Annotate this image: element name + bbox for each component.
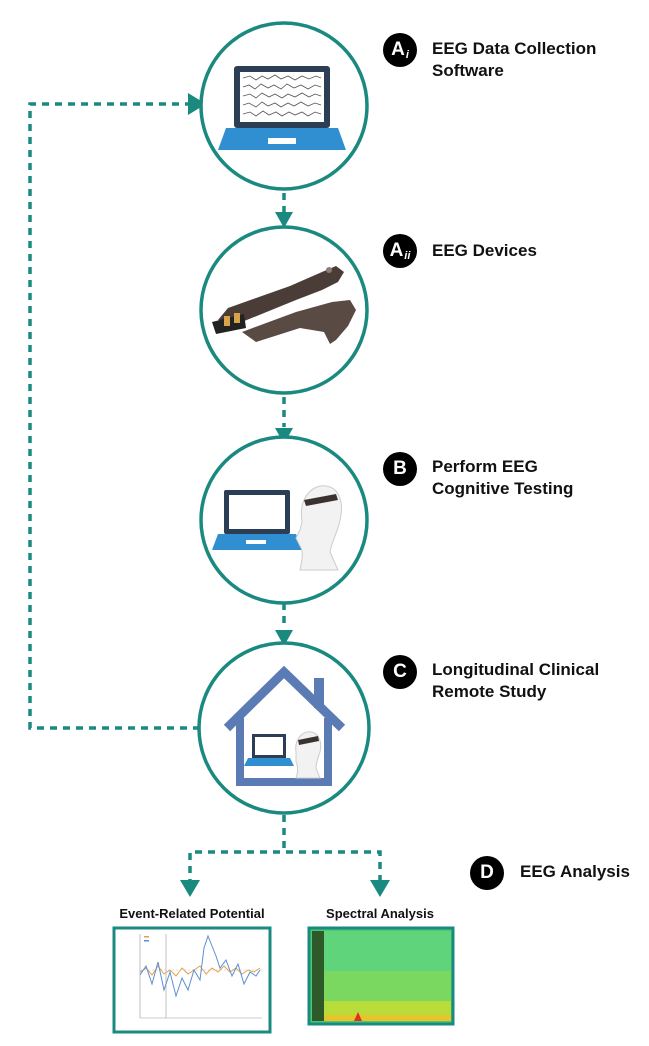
step-label-remote-study-line1: Longitudinal Clinical: [432, 660, 600, 679]
step-badge-d-letter: D: [480, 862, 494, 883]
step-label-testing-line2: Cognitive Testing: [432, 479, 574, 498]
step-label-testing: Perform EEG Cognitive Testing: [432, 456, 573, 500]
eeg-headband-icon: [212, 266, 356, 344]
laptop-with-head-icon: [212, 485, 342, 571]
step-label-software: EEG Data Collection Software: [432, 38, 596, 82]
step-label-remote-study: Longitudinal Clinical Remote Study: [432, 659, 599, 703]
step-label-software-line2: Software: [432, 61, 504, 80]
erp-panel-title: Event-Related Potential: [119, 906, 265, 921]
step-badge-aii-letter: A: [389, 240, 404, 261]
house-icon: [223, 665, 346, 786]
step-label-remote-study-line2: Remote Study: [432, 682, 547, 701]
feedback-loop-arrowhead: [188, 93, 206, 115]
step-circle-devices: [199, 225, 369, 395]
step-badge-b-letter: B: [393, 458, 407, 479]
step-badge-ai-sub: i: [405, 49, 409, 61]
step-badge-c-letter: C: [393, 661, 407, 682]
step-label-software-line1: EEG Data Collection: [432, 39, 597, 58]
step-badge-d: D: [470, 856, 504, 890]
laptop-eeg-icon: [218, 66, 346, 150]
step-badge-c: C: [383, 655, 417, 689]
step-badge-ai-letter: A: [391, 39, 405, 60]
step-label-devices-line1: EEG Devices: [432, 241, 537, 260]
step-label-testing-line1: Perform EEG: [432, 457, 538, 476]
flow-connectors: [188, 193, 382, 886]
spectral-panel: [307, 926, 455, 1026]
step-label-devices: EEG Devices: [432, 240, 537, 262]
step-label-analysis-line1: EEG Analysis: [520, 862, 630, 881]
step-badge-aii-sub: ii: [404, 250, 411, 262]
step-badge-b: B: [383, 452, 417, 486]
erp-panel: [112, 926, 272, 1034]
feedback-loop-connector: [28, 102, 200, 730]
step-label-analysis: EEG Analysis: [520, 861, 630, 883]
spectral-panel-title: Spectral Analysis: [326, 906, 434, 921]
